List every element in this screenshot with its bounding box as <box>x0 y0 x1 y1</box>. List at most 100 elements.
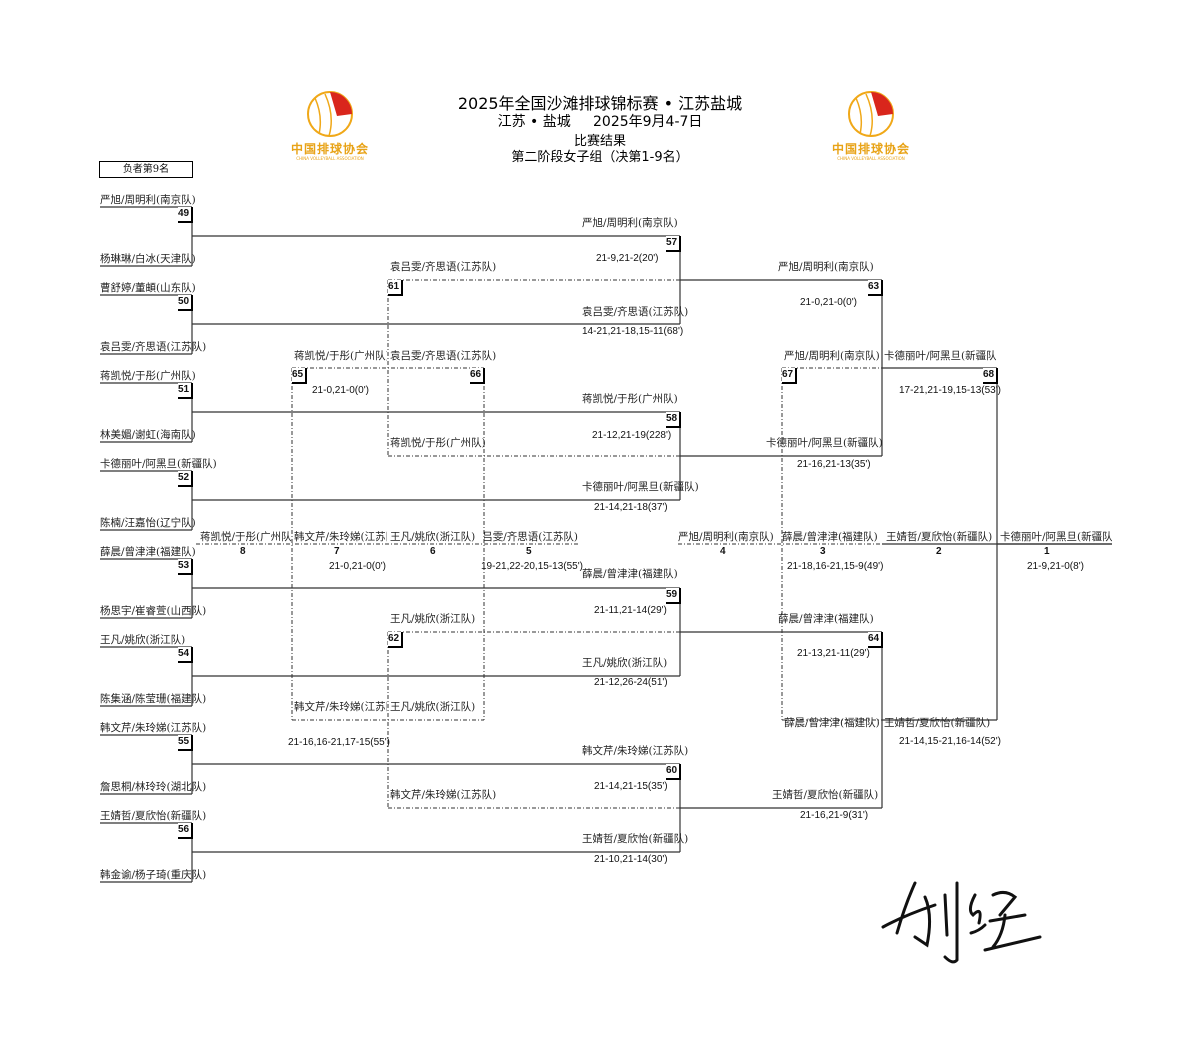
entry-team: 杨琳琳/白冰(天津队) <box>100 253 196 265</box>
placing-rank: 4 <box>720 546 726 557</box>
winner-label: 卡德丽叶/阿黑旦(新疆队) <box>766 437 883 449</box>
winner-label: 蒋凯悦/于彤(广州队) <box>582 393 678 405</box>
winner-label: 王凡/姚欣(浙江队) <box>390 613 476 625</box>
placing-rank: 8 <box>240 546 246 557</box>
match-score: 14-21,21-18,15-11(68') <box>582 326 684 337</box>
placing-team: 蒋凯悦/于彤(广州队) <box>200 531 292 544</box>
match-number-box: 49 <box>178 207 193 223</box>
match-score: 21-12,26-24(51') <box>594 677 668 688</box>
match-number-box: 55 <box>178 735 193 751</box>
match-number-box: 54 <box>178 647 193 663</box>
volleyball-logo-icon <box>307 91 353 137</box>
winner-label: 袁吕雯/齐思语(江苏队) <box>390 350 497 362</box>
logo-text: 中国排球协会 <box>290 142 369 156</box>
placing-team: 袁吕雯/齐思语(江苏队) <box>484 531 578 544</box>
entry-team: 袁吕雯/齐思语(江苏队) <box>100 341 207 353</box>
placing-rank: 5 <box>526 546 532 557</box>
association-logo-left: 中国排球协会 CHINA VOLLEYBALL ASSOCIATION <box>285 90 375 165</box>
match-number-box: 59 <box>666 588 681 604</box>
match-number-box: 57 <box>666 236 681 252</box>
placing-team: 韩文芹/朱玲娣(江苏队) <box>294 531 387 544</box>
match-number-box: 67 <box>782 368 797 384</box>
entry-team: 韩文芹/朱玲娣(江苏队) <box>100 722 207 734</box>
placing-team: 王凡/姚欣(浙江队) <box>390 531 483 544</box>
placing-team-name: 韩文芹/朱玲娣(江苏队) <box>294 531 387 543</box>
entry-team: 陈集涵/陈莹珊(福建队) <box>100 693 207 705</box>
winner-label: 卡德丽叶/阿黑旦(新疆队) <box>884 350 996 362</box>
placing-rank: 2 <box>936 546 942 557</box>
placing-team-name: 王婧哲/夏欣怡(新疆队) <box>886 531 993 543</box>
logo-text: 中国排球协会 <box>831 142 910 156</box>
winner-label: 严旭/周明利(南京队) <box>784 350 880 362</box>
match-number-box: 64 <box>868 632 883 648</box>
match-score: 19-21,22-20,15-13(55') <box>481 561 583 572</box>
ninth-place-label: 负者第9名 <box>99 161 193 178</box>
winner-label: 严旭/周明利(南京队) <box>778 261 874 273</box>
match-score: 21-16,16-21,17-15(55') <box>288 737 390 748</box>
match-score: 21-10,21-14(30') <box>594 854 668 865</box>
logo-en-text: CHINA VOLLEYBALL ASSOCIATION <box>837 156 905 161</box>
match-number-box: 52 <box>178 471 193 487</box>
winner-label: 王凡/姚欣(浙江队) <box>582 657 668 669</box>
match-score: 21-13,21-11(29') <box>797 648 870 659</box>
placing-team: 严旭/周明利(南京队) <box>678 531 782 544</box>
entry-team: 王婧哲/夏欣怡(新疆队) <box>100 810 207 822</box>
placing-team-name: 王凡/姚欣(浙江队) <box>390 531 476 543</box>
entry-team: 卡德丽叶/阿黑旦(新疆队) <box>100 458 217 470</box>
match-score: 21-11,21-14(29') <box>594 605 667 616</box>
placing-team-name: 卡德丽叶/阿黑旦(新疆队) <box>1000 531 1112 543</box>
match-number-box: 53 <box>178 559 193 575</box>
entry-team: 薛晨/曾津津(福建队) <box>100 546 196 558</box>
placing-rank: 6 <box>430 546 436 557</box>
entry-team: 陈楠/汪嘉怡(辽宁队) <box>100 517 196 529</box>
match-score: 21-16,21-13(35') <box>797 459 871 470</box>
match-score: 21-0,21-0(0') <box>312 385 369 396</box>
winner-label: 袁吕雯/齐思语(江苏队) <box>390 261 497 273</box>
match-score: 21-18,16-21,15-9(49') <box>787 561 884 572</box>
entry-team: 林美媚/谢虹(海南队) <box>100 429 196 441</box>
match-number-box: 56 <box>178 823 193 839</box>
entry-team: 韩金谕/杨子琦(重庆队) <box>100 869 207 881</box>
winner-label: 严旭/周明利(南京队) <box>582 217 678 229</box>
logo-en-text: CHINA VOLLEYBALL ASSOCIATION <box>296 156 364 161</box>
match-number-box: 63 <box>868 280 883 296</box>
match-score: 21-9,21-2(20') <box>596 253 659 264</box>
match-number-box: 58 <box>666 412 681 428</box>
entry-team: 王凡/姚欣(浙江队) <box>100 634 186 646</box>
winner-label: 薛晨/曾津津(福建队) <box>778 613 874 625</box>
results-label: 比赛结果 <box>573 134 626 149</box>
match-score: 21-14,21-18(37') <box>594 502 668 513</box>
entry-team: 杨思宇/崔睿萱(山西队) <box>100 605 207 617</box>
match-score: 21-12,21-19(228') <box>592 430 672 441</box>
entry-team: 蒋凯悦/于彤(广州队) <box>100 370 196 382</box>
entry-team: 曹舒婷/董頔(山东队) <box>100 282 196 294</box>
placing-rank: 7 <box>334 546 340 557</box>
winner-label: 韩文芹/朱玲娣(江苏队) <box>294 701 387 713</box>
match-number-box: 61 <box>388 280 403 296</box>
winner-label: 卡德丽叶/阿黑旦(新疆队) <box>582 481 699 493</box>
winner-label: 蒋凯悦/于彤(广州队) <box>390 437 486 449</box>
winner-label: 王婧哲/夏欣怡(新疆队) <box>772 789 879 801</box>
winner-label: 韩文芹/朱玲娣(江苏队) <box>390 789 497 801</box>
match-number-box: 51 <box>178 383 193 399</box>
winner-label: 薛晨/曾津津(福建队) <box>784 717 880 729</box>
match-score: 21-0,21-0(0') <box>329 561 386 572</box>
match-number-box: 50 <box>178 295 193 311</box>
match-number-box: 68 <box>983 368 998 384</box>
document-title: 2025年全国沙滩排球锦标赛 • 江苏盐城 <box>457 94 743 113</box>
placing-team-name: 严旭/周明利(南京队) <box>678 531 774 543</box>
match-number-box: 62 <box>388 632 403 648</box>
match-number-box: 66 <box>470 368 485 384</box>
match-score: 21-16,21-9(31') <box>800 810 869 821</box>
placing-team-name: 袁吕雯/齐思语(江苏队) <box>484 531 578 543</box>
match-number-box: 65 <box>292 368 307 384</box>
placing-team-name: 薛晨/曾津津(福建队) <box>782 531 878 543</box>
placing-team-name: 蒋凯悦/于彤(广州队) <box>200 531 292 543</box>
placing-team: 薛晨/曾津津(福建队) <box>782 531 882 544</box>
winner-label: 薛晨/曾津津(福建队) <box>582 568 678 580</box>
placing-team: 卡德丽叶/阿黑旦(新疆队) <box>1000 531 1112 544</box>
winner-label: 王凡/姚欣(浙江队) <box>390 701 476 713</box>
group-title: 第二阶段女子组（决第1-9名） <box>511 150 689 165</box>
placing-rank: 1 <box>1044 546 1050 557</box>
